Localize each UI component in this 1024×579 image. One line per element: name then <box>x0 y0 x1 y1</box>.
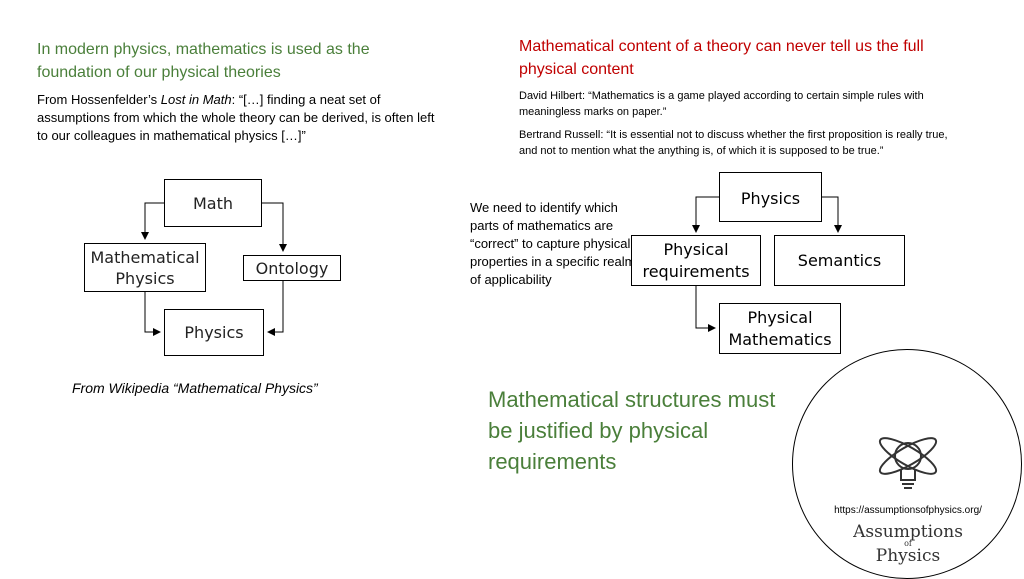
mathematical-physics-label-line1: Mathematical <box>90 247 200 267</box>
arrow-physics-to-requirements <box>692 196 719 233</box>
semantics-label: Semantics <box>797 250 882 270</box>
ontology-label: Ontology <box>255 258 329 278</box>
physics-label-left: Physics <box>184 323 244 342</box>
physics-box-left: Physics <box>164 309 264 356</box>
russell-quote: Bertrand Russell: “It is essential not t… <box>519 129 948 157</box>
atom-lightbulb-icon <box>878 437 938 489</box>
ontology-box: Ontology <box>243 255 341 281</box>
quote-text: : “[…] finding a neat set of assumptions… <box>37 92 435 143</box>
mathematical-physics-label-line2: Physics <box>115 268 175 288</box>
quote-prefix: From Hossenfelder’s <box>37 92 161 107</box>
physics-label-right: Physics <box>740 189 801 208</box>
identification-note: We need to identify which parts of mathe… <box>470 200 636 287</box>
logo-circle[interactable]: https://assumptionsofphysics.org/ Assump… <box>792 349 1022 579</box>
physical-mathematics-box: Physical Mathematics <box>719 303 841 354</box>
physics-box-right: Physics <box>719 172 822 222</box>
math-label: Math <box>192 193 234 213</box>
arrow-ontology-to-physics <box>267 281 284 336</box>
logo-name: Assumptions of Physics <box>833 523 983 565</box>
physical-mathematics-label-line2: Mathematics <box>728 329 832 349</box>
left-heading: In modern physics, mathematics is used a… <box>37 41 370 81</box>
math-box: Math <box>164 179 262 227</box>
logo-url[interactable]: https://assumptionsofphysics.org/ <box>834 505 982 516</box>
quote-book-title: Lost in Math <box>160 92 232 107</box>
mathematical-physics-box: Mathematical Physics <box>84 243 206 292</box>
arrow-requirements-to-physmath <box>695 286 716 332</box>
physical-requirements-label-line1: Physical <box>663 239 729 259</box>
hossenfelder-quote: From Hossenfelder’s Lost in Math: “[…] f… <box>37 91 447 145</box>
conclusion-text: Mathematical structures must be justifie… <box>488 387 776 474</box>
semantics-box: Semantics <box>774 235 905 286</box>
physical-requirements-box: Physical requirements <box>631 235 761 286</box>
hilbert-quote: David Hilbert: “Mathematics is a game pl… <box>519 90 924 118</box>
wikipedia-caption: From Wikipedia “Mathematical Physics” <box>72 380 318 396</box>
right-heading: Mathematical content of a theory can nev… <box>519 38 924 78</box>
logo-name-line1: Assumptions <box>853 522 963 542</box>
arrow-math-to-mathphys <box>141 202 164 240</box>
logo-name-line2: Physics <box>875 546 941 566</box>
physical-mathematics-label-line1: Physical <box>747 307 813 327</box>
physical-requirements-label-line2: requirements <box>642 261 750 281</box>
arrow-math-to-ontology <box>262 202 287 252</box>
logo-name-of: of <box>904 539 912 548</box>
arrow-mathphys-to-physics <box>144 292 161 336</box>
arrow-physics-to-semantics <box>822 196 842 233</box>
